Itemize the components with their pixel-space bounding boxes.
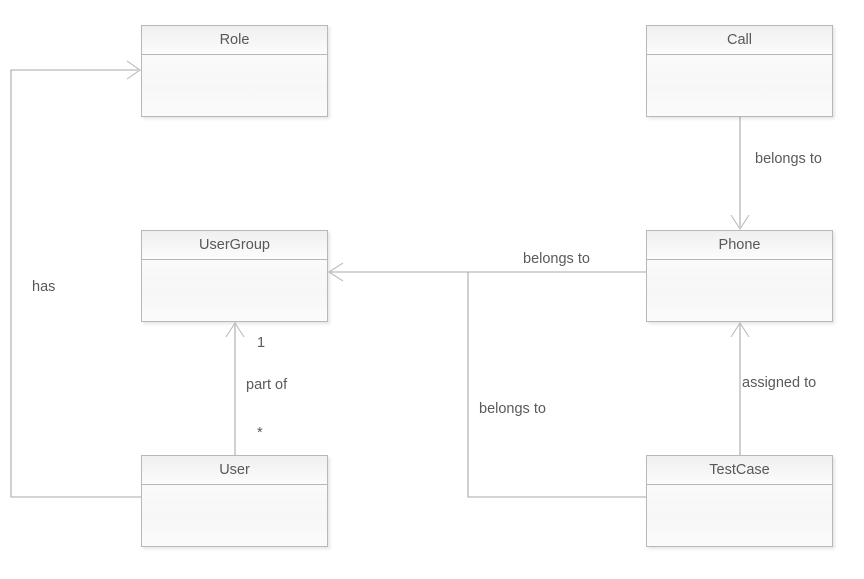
class-box-usergroup[interactable]: UserGroup — [141, 230, 328, 322]
class-body-role — [142, 55, 327, 116]
class-name-user: User — [142, 456, 327, 485]
edge-testcase-assigned-to-phone[interactable] — [730, 321, 750, 455]
class-box-phone[interactable]: Phone — [646, 230, 833, 322]
class-box-call[interactable]: Call — [646, 25, 833, 117]
edge-call-belongs-to-phone[interactable] — [730, 117, 750, 231]
class-name-usergroup: UserGroup — [142, 231, 327, 260]
class-name-phone: Phone — [647, 231, 832, 260]
edge-label-part-of: part of — [246, 377, 288, 393]
class-body-phone — [647, 260, 832, 321]
edge-label-phone-belongs-to-usergroup: belongs to — [523, 251, 590, 267]
edge-testcase-belongs-to-usergroup[interactable] — [331, 271, 646, 498]
edge-label-testcase-assigned-to-phone: assigned to — [742, 375, 817, 391]
class-body-call — [647, 55, 832, 116]
class-box-role[interactable]: Role — [141, 25, 328, 117]
edge-label-testcase-belongs-to-usergroup: belongs to — [479, 401, 546, 417]
multiplicity-part-of-target: 1 — [257, 335, 266, 351]
class-name-role: Role — [142, 26, 327, 55]
edge-label-has: has — [32, 279, 56, 295]
edge-user-has-role[interactable] — [10, 60, 141, 498]
edge-user-part-of-usergroup[interactable] — [225, 321, 245, 455]
class-box-testcase[interactable]: TestCase — [646, 455, 833, 547]
class-body-user — [142, 485, 327, 546]
class-name-call: Call — [647, 26, 832, 55]
class-body-usergroup — [142, 260, 327, 321]
edge-label-call-belongs-to-phone: belongs to — [755, 151, 822, 167]
multiplicity-part-of-source: * — [257, 425, 263, 441]
class-body-testcase — [647, 485, 832, 546]
class-box-user[interactable]: User — [141, 455, 328, 547]
class-name-testcase: TestCase — [647, 456, 832, 485]
